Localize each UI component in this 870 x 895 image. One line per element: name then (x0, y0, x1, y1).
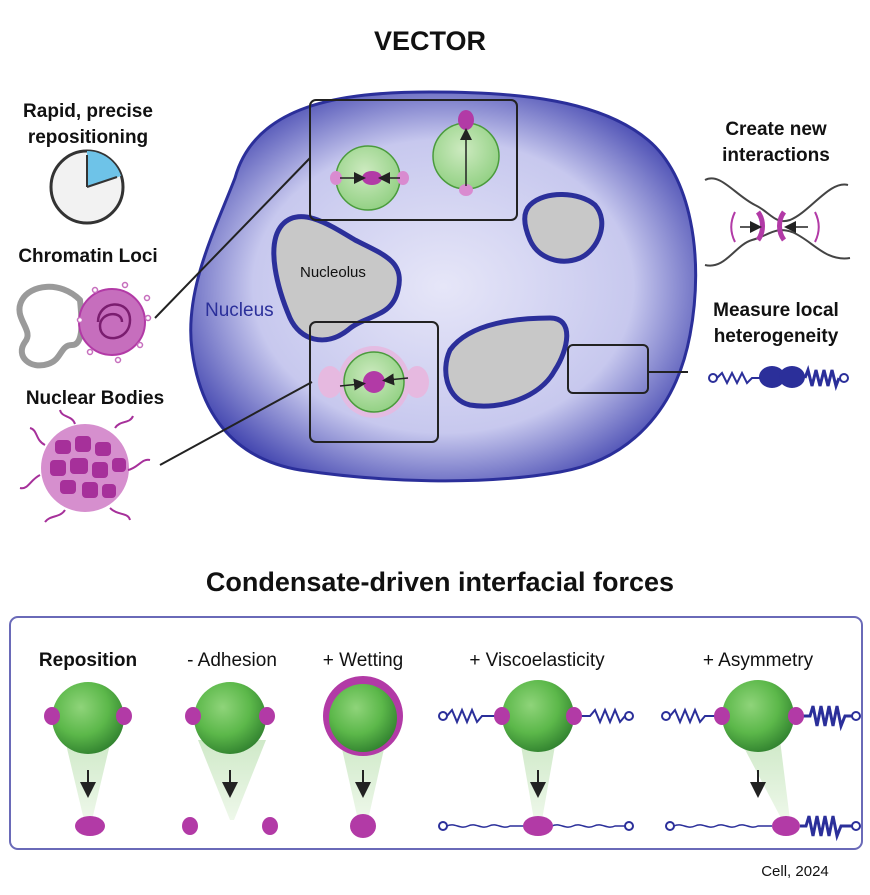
adhesion-diagram (182, 682, 278, 835)
col-wetting-label: + Wetting (323, 650, 403, 671)
connector-bodies (159, 381, 313, 466)
bodies-label: Nuclear Bodies (26, 388, 164, 409)
col-viscoelasticity-label: + Viscoelasticity (469, 650, 605, 671)
col-adhesion-label: - Adhesion (187, 650, 277, 671)
forces-heading: Condensate-driven interfacial forces (206, 567, 674, 597)
interactions-icon (704, 177, 851, 267)
interactions-label-2: interactions (722, 145, 830, 166)
heterogeneity-label-2: heterogeneity (714, 326, 839, 347)
interactions-label-1: Create new (725, 119, 827, 140)
chromatin-icon (16, 281, 152, 369)
asymmetry-diagram (661, 680, 861, 842)
reposition-diagram (44, 682, 132, 836)
wetting-diagram (323, 676, 403, 838)
condensate-top-right (432, 110, 500, 196)
figure-title: VECTOR (374, 26, 486, 56)
col-reposition-label: Reposition (39, 650, 137, 671)
dark-body-2 (443, 315, 570, 409)
condensate-bottom (318, 346, 429, 418)
zoom-box-heterogeneity (567, 344, 649, 394)
heterogeneity-icon (708, 364, 849, 392)
nuclear-bodies-icon (19, 409, 151, 523)
connector-chromatin (154, 157, 311, 319)
heterogeneity-label-1: Measure local (713, 300, 839, 321)
clock-label-1: Rapid, precise (23, 101, 153, 122)
chromatin-label: Chromatin Loci (18, 246, 157, 267)
clock-label-2: repositioning (28, 127, 148, 148)
condensate-top-left (330, 145, 409, 211)
forces-panel (9, 616, 863, 850)
nucleolus-label: Nucleolus (300, 264, 366, 281)
nucleolus: Nucleolus (271, 214, 402, 343)
nucleus-label: Nucleus (205, 300, 274, 321)
nucleus: Nucleus (189, 90, 698, 483)
viscoelasticity-diagram (438, 680, 634, 836)
zoom-box-top (309, 99, 518, 221)
dark-body-1 (522, 192, 605, 264)
citation: Cell, 2024 (761, 863, 829, 880)
clock-icon (49, 149, 125, 225)
col-asymmetry-label: + Asymmetry (703, 650, 814, 671)
